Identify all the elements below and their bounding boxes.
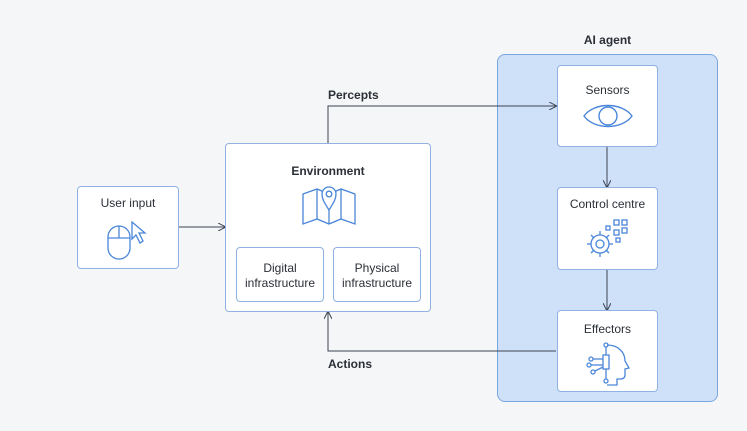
sensors-node: Sensors — [557, 65, 658, 147]
user-input-node: User input — [77, 186, 179, 269]
effectors-node: Effectors — [557, 310, 658, 392]
digital-infrastructure-node: Digital infrastructure — [236, 247, 324, 302]
physical-label-line1: Physical — [354, 261, 400, 275]
environment-node: Environment Digital infrastructure Physi… — [225, 143, 431, 312]
sensors-label: Sensors — [585, 83, 630, 97]
actions-label: Actions — [328, 357, 373, 371]
physical-infrastructure-node: Physical infrastructure — [333, 247, 421, 302]
physical-label-line2: infrastructure — [341, 276, 413, 290]
mouse-cursor-icon — [107, 220, 147, 260]
edge-actions — [328, 312, 556, 352]
map-pin-icon — [302, 186, 356, 225]
control-centre-label: Control centre — [569, 197, 646, 211]
control-centre-node: Control centre — [557, 187, 658, 270]
robot-head-icon — [586, 342, 630, 386]
gears-icon — [587, 219, 628, 257]
ai-agent-title: AI agent — [583, 33, 632, 47]
effectors-label: Effectors — [583, 322, 632, 336]
edge-percepts — [327, 106, 556, 143]
percepts-label: Percepts — [328, 88, 379, 102]
digital-label-line1: Digital — [263, 261, 297, 275]
user-input-label: User input — [100, 196, 156, 210]
eye-icon — [583, 104, 633, 128]
digital-label-line2: infrastructure — [244, 276, 316, 290]
environment-label: Environment — [291, 164, 365, 178]
